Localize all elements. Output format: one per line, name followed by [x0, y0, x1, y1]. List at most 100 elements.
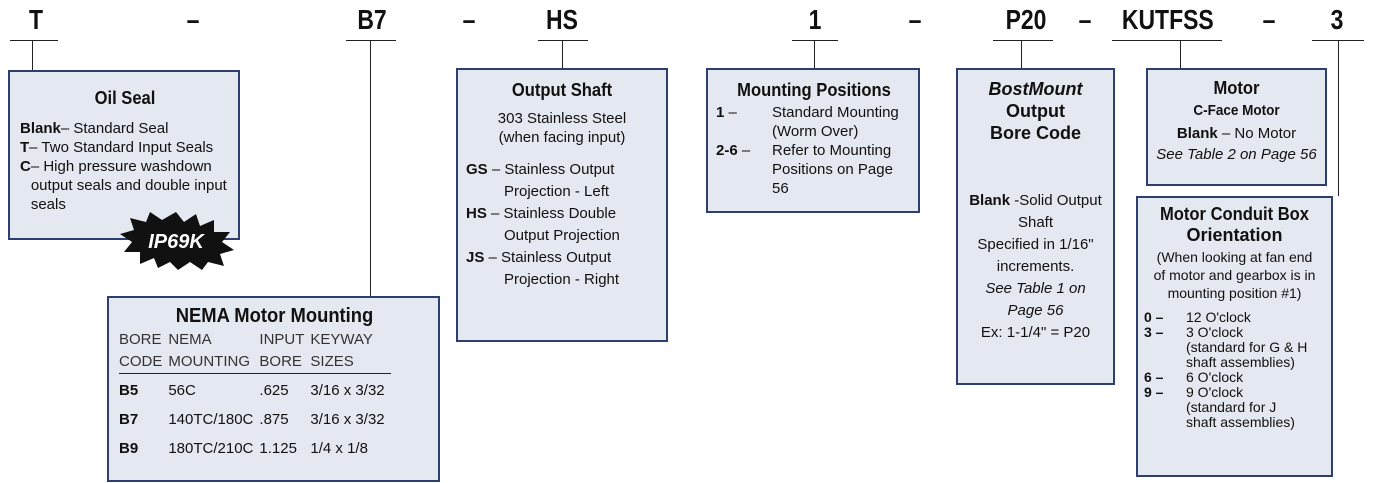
nema-title: NEMA Motor Mounting [175, 305, 374, 327]
conduit-title-1: Motor Conduit Box [1159, 204, 1310, 224]
conduit-desc: of motor and gearbox is in [1153, 267, 1316, 283]
bostmount-line: See Table 1 on [985, 280, 1086, 297]
conduit-text: shaft assemblies) [1186, 354, 1295, 370]
conduit-key: 0 – [1144, 309, 1164, 325]
output-shaft-dash: – [484, 249, 502, 266]
nema-cell: .625 [259, 382, 289, 399]
nema-header: SIZES [310, 352, 391, 374]
nema-table: BORE NEMA INPUT KEYWAY CODE MOUNTING BOR… [119, 330, 391, 461]
output-shaft-subtitle: 303 Stainless Steel [497, 110, 627, 127]
mounting-text: Refer to Mounting [772, 142, 892, 159]
nema-header-row-2: CODE MOUNTING BORE SIZES [119, 352, 391, 374]
conduit-text: 12 O'clock [1186, 309, 1251, 325]
output-shaft-key: HS [466, 205, 487, 222]
nema-cell: 1.125 [259, 440, 297, 457]
nema-cell: 180TC/210C [168, 440, 254, 457]
bostmount-title-3: Bore Code [989, 123, 1081, 143]
bostmount-line: Ex: 1-1/4" = P20 [980, 324, 1091, 341]
conduit-desc: (When looking at fan end [1156, 249, 1313, 265]
conduit-text: 9 O'clock [1186, 384, 1244, 400]
output-shaft-text: Projection - Left [504, 183, 610, 200]
oil-seal-item-c: C – High pressure washdown output seals … [20, 157, 230, 214]
bostmount-blank-text: -Solid Output [1010, 192, 1102, 209]
code-dash-1: – [186, 4, 200, 35]
conduit-text: (standard for G & H [1186, 339, 1308, 355]
mounting-text: Positions on Page 56 [772, 161, 893, 197]
conduit-key: 3 – [1144, 324, 1164, 340]
output-shaft-dash: – [487, 161, 505, 178]
nema-cell: .875 [259, 411, 289, 428]
nema-header-row-1: BORE NEMA INPUT KEYWAY [119, 330, 391, 352]
bostmount-blank-key: Blank [969, 192, 1011, 209]
connector-hs [562, 40, 563, 68]
ip69k-badge: IP69K [120, 212, 234, 270]
nema-header: MOUNTING [168, 352, 260, 374]
code-p20: P20 [1005, 4, 1047, 35]
oil-seal-box: Oil Seal Blank – Standard Seal T – Two S… [8, 70, 240, 240]
connector-t [32, 40, 33, 70]
code-1: 1 [808, 4, 822, 35]
oil-seal-text: – Two Standard Input Seals [29, 139, 214, 156]
motor-title: Motor [1213, 78, 1260, 98]
output-shaft-title: Output Shaft [511, 80, 613, 100]
conduit-key: 6 – [1144, 369, 1164, 385]
nema-cell: B7 [119, 411, 139, 428]
conduit-text: 3 O'clock [1186, 324, 1244, 340]
nema-header: BORE [259, 352, 311, 374]
bostmount-box: BostMount Output Bore Code Blank -Solid … [956, 68, 1115, 385]
connector-1 [814, 40, 815, 68]
connector-3 [1338, 40, 1339, 196]
table-row: B5 56C .625 3/16 x 3/32 [119, 374, 391, 404]
bostmount-line: Specified in 1/16" [977, 236, 1094, 253]
nema-cell: B9 [119, 440, 139, 457]
code-kutfss-underline [1112, 40, 1222, 41]
output-shaft-text: Output Projection [504, 227, 620, 244]
nema-header: CODE [119, 352, 169, 374]
connector-kutfss [1180, 40, 1181, 68]
output-shaft-text: Stainless Double [503, 205, 617, 222]
output-shaft-item-gs: GS – Stainless Output Projection - Left [466, 159, 658, 203]
conduit-desc: mounting position #1) [1167, 285, 1302, 301]
code-dash-4: – [1078, 4, 1092, 35]
bostmount-line: Page 56 [1007, 302, 1064, 319]
oil-seal-key: T [20, 139, 30, 156]
mounting-text: Standard Mounting [772, 104, 899, 121]
nema-cell: 3/16 x 3/32 [310, 382, 385, 399]
conduit-item-3: 3 – 3 O'clock (standard for G & H shaft … [1144, 325, 1325, 370]
conduit-title-2: Orientation [1186, 225, 1283, 245]
mounting-key: 2-6 [716, 142, 738, 159]
motor-blank-key: Blank [1176, 125, 1218, 142]
oil-seal-text: – Standard Seal [60, 120, 169, 137]
code-p20-underline [993, 40, 1053, 41]
conduit-item-0: 0 – 12 O'clock [1144, 310, 1325, 325]
mounting-dash: – [737, 142, 751, 159]
bostmount-title-italic: BostMount [988, 79, 1083, 99]
bostmount-title: BostMount Output Bore Code [962, 78, 1109, 144]
code-t-underline [10, 40, 58, 41]
code-dash-2: – [462, 4, 476, 35]
output-shaft-item-hs: HS – Stainless Double Output Projection [466, 203, 658, 247]
ip69k-label: IP69K [148, 231, 205, 253]
mounting-positions-title: Mounting Positions [737, 80, 891, 100]
conduit-text: (standard for J [1186, 399, 1277, 415]
oil-seal-key: Blank [20, 120, 61, 137]
code-dash-5: – [1262, 4, 1276, 35]
output-shaft-text: Stainless Output [501, 249, 612, 266]
mounting-item-1: 1 – Standard Mounting(Worm Over) [716, 103, 912, 141]
code-hs: HS [546, 4, 578, 35]
nema-cell: 140TC/180C [168, 411, 254, 428]
motor-subtitle: C-Face Motor [1193, 102, 1280, 119]
conduit-box: Motor Conduit Box Orientation (When look… [1136, 196, 1333, 477]
output-shaft-text: Projection - Right [504, 271, 620, 288]
mounting-positions-box: Mounting Positions 1 – Standard Mounting… [706, 68, 920, 213]
table-row: B7 140TC/180C .875 3/16 x 3/32 [119, 403, 391, 432]
connector-p20 [1021, 40, 1022, 68]
conduit-text: 6 O'clock [1186, 369, 1244, 385]
mounting-key: 1 [716, 104, 725, 121]
output-shaft-box: Output Shaft 303 Stainless Steel (when f… [456, 68, 668, 342]
output-shaft-subtitle: (when facing input) [498, 129, 626, 146]
motor-blank-text: – No Motor [1217, 125, 1297, 142]
oil-seal-text: – High pressure washdown output seals an… [30, 158, 227, 213]
conduit-text: shaft assemblies) [1186, 414, 1295, 430]
